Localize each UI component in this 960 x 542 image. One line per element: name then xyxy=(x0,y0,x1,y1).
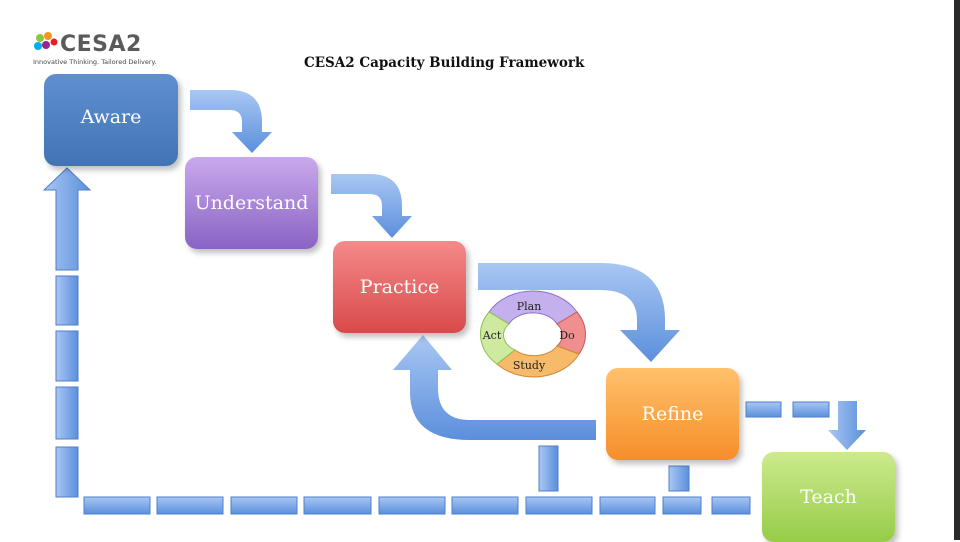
stage-aware-label: Aware xyxy=(80,106,142,128)
stage-understand: Understand xyxy=(185,157,318,249)
connector-segment xyxy=(378,496,446,515)
connector-segment xyxy=(745,401,782,418)
connector-segment xyxy=(83,496,151,515)
connector-segment xyxy=(599,496,656,515)
stage-understand-label: Understand xyxy=(194,192,309,214)
connector-segment xyxy=(538,445,559,492)
arrow-refine-to-practice xyxy=(393,335,596,440)
connector-segment xyxy=(711,496,751,515)
arrow-practice-to-refine xyxy=(478,263,680,362)
connector-segment xyxy=(668,465,690,492)
stage-practice: Practice xyxy=(333,241,466,333)
cycle-study-label: Study xyxy=(513,359,546,372)
stage-practice-label: Practice xyxy=(359,276,440,298)
stage-aware: Aware xyxy=(44,74,178,166)
stage-teach-label: Teach xyxy=(800,486,857,508)
right-edge-bar xyxy=(954,0,960,540)
logo-tagline: Innovative Thinking. Tailored Delivery. xyxy=(33,58,157,66)
connector-segment xyxy=(792,401,830,418)
stage-teach: Teach xyxy=(762,452,895,542)
cycle-study-segment xyxy=(496,345,580,378)
cycle-act-label: Act xyxy=(482,329,502,342)
arrow-understand-to-practice xyxy=(331,174,412,238)
connector-segment xyxy=(55,275,79,326)
connector-segment xyxy=(55,330,79,382)
cycle-act-segment xyxy=(480,311,516,365)
connector-segment xyxy=(451,496,519,515)
arrow-aware-to-understand xyxy=(190,90,272,153)
connector-segment xyxy=(55,386,79,440)
cesa2-logo-icon xyxy=(34,32,58,50)
connector-segment xyxy=(525,496,593,515)
stage-refine-label: Refine xyxy=(641,403,704,425)
pdsa-cycle: Plan Do Study Act xyxy=(480,290,586,378)
cycle-plan-label: Plan xyxy=(517,300,542,313)
connector-segment xyxy=(230,496,298,515)
connector-segment xyxy=(156,496,224,515)
cycle-do-label: Do xyxy=(559,329,575,342)
connector-segment xyxy=(662,496,702,515)
stage-refine: Refine xyxy=(606,368,739,460)
connector-segment xyxy=(55,446,79,498)
logo-name: CESA2 xyxy=(60,32,142,57)
connector-segment xyxy=(303,496,372,515)
arrow-up-to-aware xyxy=(42,167,92,271)
page-title: CESA2 Capacity Building Framework xyxy=(304,55,585,71)
arrow-down-to-teach xyxy=(828,401,866,450)
